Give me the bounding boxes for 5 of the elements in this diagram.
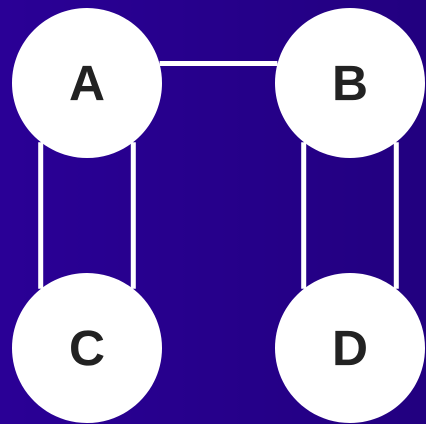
connector-line [160, 61, 278, 66]
connector-line [394, 142, 399, 289]
connector-line [38, 142, 44, 289]
connector-line [301, 142, 306, 289]
connector-line [130, 142, 136, 289]
